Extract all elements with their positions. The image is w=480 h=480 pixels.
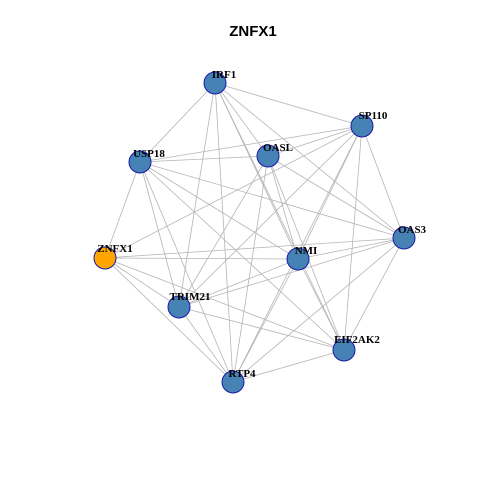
node-rtp4[interactable]: RTP4	[221, 368, 256, 394]
node-label: IRF1	[212, 69, 236, 81]
edge-irf1-rtp4	[214, 82, 234, 383]
node-znfx1[interactable]: ZNFX1	[93, 243, 133, 270]
edge-usp18-trim21	[139, 161, 180, 308]
node-eif2ak2[interactable]: EIF2AK2	[332, 334, 380, 362]
edge-usp18-znfx1	[104, 161, 141, 259]
edge-oas3-rtp4	[232, 237, 405, 383]
edge-irf1-eif2ak2	[214, 82, 345, 351]
edge-nmi-rtp4	[232, 258, 299, 383]
edge-oas3-eif2ak2	[343, 237, 405, 351]
node-oas3[interactable]: OAS3	[392, 224, 427, 250]
edge-irf1-trim21	[178, 82, 216, 308]
edge-sp110-nmi	[297, 125, 363, 260]
edge-nmi-trim21	[178, 258, 299, 308]
node-trim21[interactable]: TRIM21	[167, 291, 211, 319]
node-circle[interactable]	[332, 338, 356, 362]
edge-znfx1-eif2ak2	[104, 257, 345, 351]
edge-oasl-trim21	[178, 155, 269, 308]
edge-znfx1-nmi	[104, 257, 299, 260]
edge-usp18-oasl	[139, 155, 269, 163]
node-circle[interactable]	[93, 246, 117, 270]
node-oasl[interactable]: OASL	[256, 142, 293, 168]
node-label: OASL	[263, 142, 293, 154]
edge-oas3-trim21	[178, 237, 405, 308]
node-circle[interactable]	[128, 150, 152, 174]
edge-sp110-oas3	[361, 125, 405, 239]
edge-usp18-oas3	[139, 161, 405, 239]
edge-sp110-usp18	[139, 125, 363, 163]
edge-layer	[104, 82, 405, 383]
edge-irf1-oas3	[214, 82, 405, 239]
node-circle[interactable]	[221, 370, 245, 394]
node-circle[interactable]	[350, 114, 374, 138]
node-label: TRIM21	[170, 291, 211, 303]
node-usp18[interactable]: USP18	[128, 148, 165, 174]
edge-oasl-nmi	[267, 155, 299, 260]
edge-znfx1-rtp4	[104, 257, 234, 383]
node-circle[interactable]	[392, 226, 416, 250]
edge-znfx1-oas3	[104, 237, 405, 259]
edge-nmi-oas3	[297, 237, 405, 260]
graph-title: ZNFX1	[229, 23, 277, 40]
node-circle[interactable]	[286, 247, 310, 271]
edge-sp110-eif2ak2	[343, 125, 363, 351]
node-label: OAS3	[398, 224, 427, 236]
edge-trim21-eif2ak2	[178, 306, 345, 351]
node-irf1[interactable]: IRF1	[203, 69, 236, 95]
edge-oasl-rtp4	[232, 155, 269, 383]
edge-usp18-rtp4	[139, 161, 234, 383]
edge-irf1-oasl	[214, 82, 269, 157]
edge-oasl-oas3	[267, 155, 405, 239]
node-sp110[interactable]: SP110	[350, 110, 388, 138]
edge-sp110-oasl	[267, 125, 363, 157]
node-label: EIF2AK2	[334, 334, 380, 346]
node-label: USP18	[133, 148, 165, 160]
edge-znfx1-trim21	[104, 257, 180, 308]
edge-sp110-znfx1	[104, 125, 363, 259]
node-circle[interactable]	[203, 71, 227, 95]
node-label: NMI	[295, 245, 318, 257]
edge-usp18-eif2ak2	[139, 161, 345, 351]
node-nmi[interactable]: NMI	[286, 245, 318, 271]
node-label: RTP4	[228, 368, 256, 380]
edge-eif2ak2-rtp4	[232, 349, 345, 383]
node-label: SP110	[359, 110, 388, 122]
edge-usp18-nmi	[139, 161, 299, 260]
node-circle[interactable]	[167, 295, 191, 319]
edge-irf1-sp110	[214, 82, 363, 127]
edge-sp110-trim21	[178, 125, 363, 308]
edge-nmi-eif2ak2	[297, 258, 345, 351]
node-label: ZNFX1	[97, 243, 132, 255]
edge-trim21-rtp4	[178, 306, 234, 383]
node-circle[interactable]	[256, 144, 280, 168]
edge-irf1-usp18	[139, 82, 216, 163]
